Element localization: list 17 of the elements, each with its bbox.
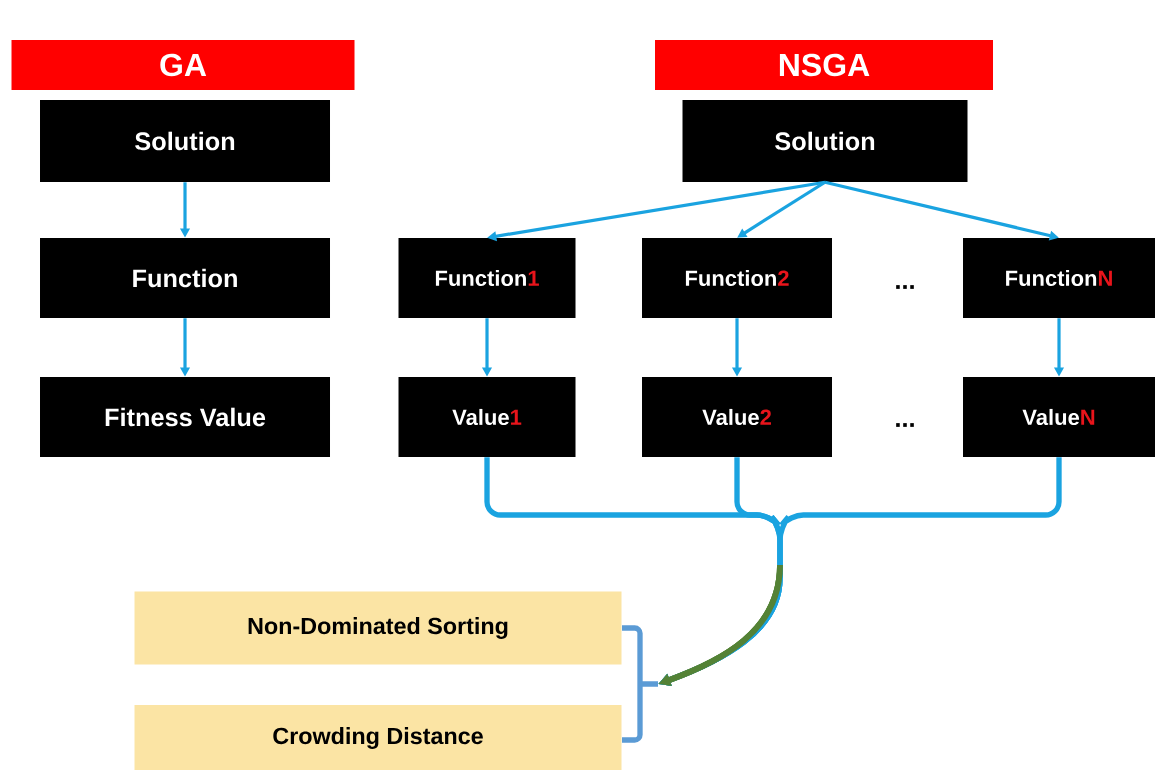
process-box: Function2 [642, 238, 832, 318]
title-box: NSGA [655, 40, 993, 90]
process-box: Solution [40, 100, 330, 182]
process-box: ValueN [963, 377, 1155, 457]
output-box: Non-Dominated Sorting [134, 591, 622, 665]
process-box: FunctionN [963, 238, 1155, 318]
process-box: Fitness Value [40, 377, 330, 457]
output-box: Crowding Distance [134, 705, 622, 770]
process-box: Function1 [398, 238, 576, 318]
process-box: Value2 [642, 377, 832, 457]
ellipsis-label: ... [896, 285, 914, 289]
process-box: Function [40, 238, 330, 318]
process-box: Solution [682, 100, 968, 182]
ellipsis-label: ... [896, 423, 914, 427]
bracket [619, 625, 661, 743]
title-box: GA [11, 40, 355, 90]
process-box: Value1 [398, 377, 576, 457]
